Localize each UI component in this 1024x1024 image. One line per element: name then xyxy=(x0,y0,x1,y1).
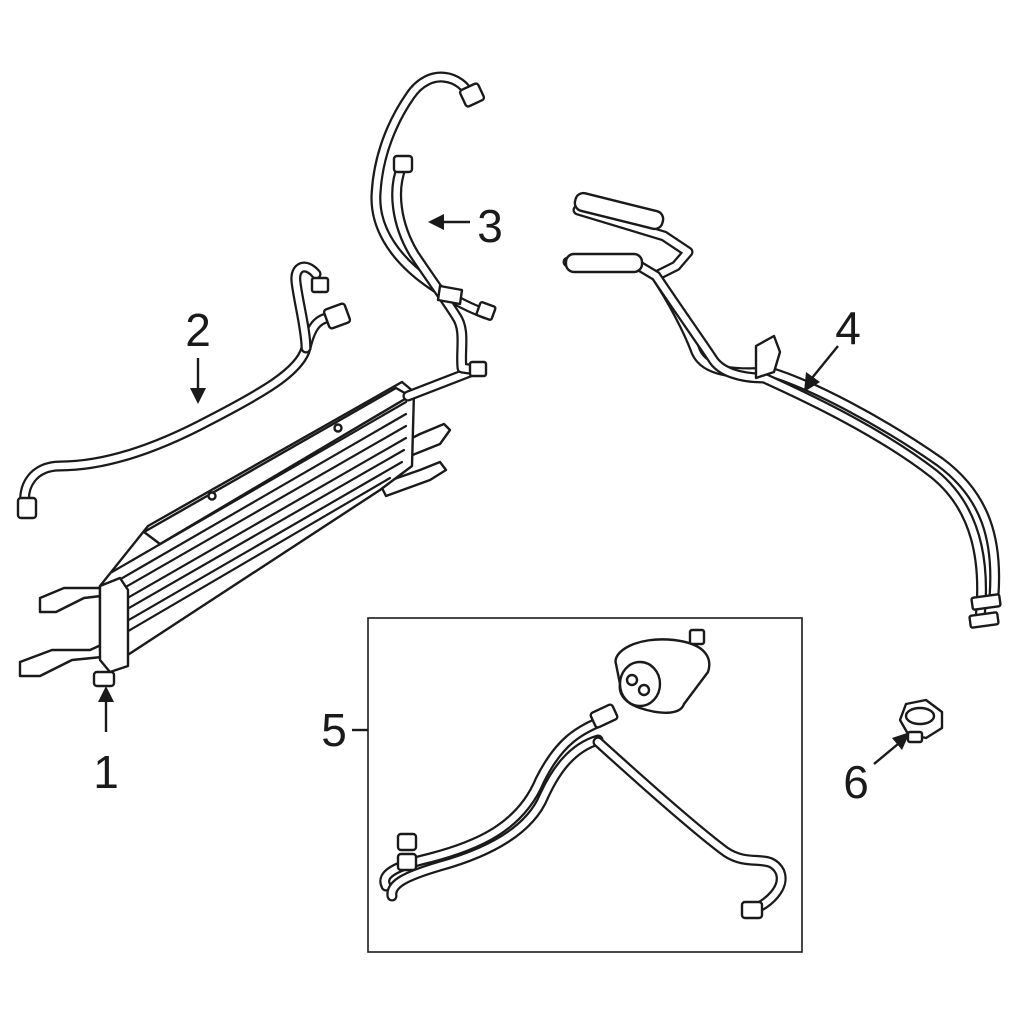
callout-arrows xyxy=(98,214,910,765)
callout-6: 6 xyxy=(843,756,869,808)
tube-part-4 xyxy=(562,191,1002,629)
callout-3: 3 xyxy=(477,200,503,252)
fitting-part-6 xyxy=(898,698,944,744)
tube-assembly-part-3 xyxy=(370,71,497,378)
cooler-line-part-2 xyxy=(16,261,352,520)
callout-1: 1 xyxy=(93,746,119,798)
kit-frame xyxy=(367,617,803,953)
callout-4: 4 xyxy=(835,302,861,354)
callout-2: 2 xyxy=(185,304,211,356)
line-kit-part-5 xyxy=(367,617,803,953)
callout-5: 5 xyxy=(321,704,347,756)
oil-cooler-part-1 xyxy=(18,366,476,688)
